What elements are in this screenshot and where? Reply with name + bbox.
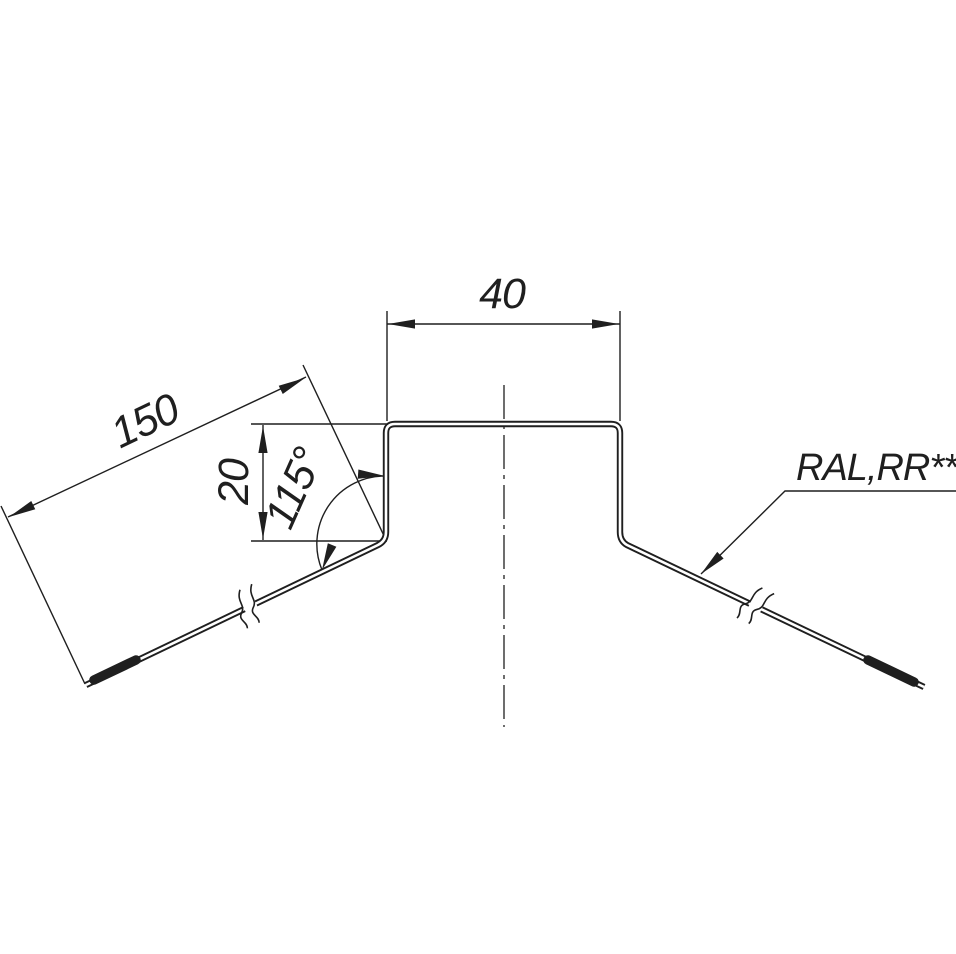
leader-line — [700, 490, 956, 575]
break-mark-left — [238, 583, 260, 629]
break-mark-right — [736, 587, 775, 625]
coating-label-text: RAL,RR** — [796, 447, 956, 489]
hem-fold-right — [863, 655, 919, 687]
dim-150-text: 150 — [104, 384, 188, 457]
arrowhead-icon — [258, 426, 268, 453]
arrowhead-icon — [322, 543, 337, 570]
material-label: RAL,RR** — [700, 447, 956, 575]
extension-line — [0, 505, 86, 685]
angle-arc — [316, 475, 386, 571]
dim-40-text: 40 — [479, 270, 526, 318]
break-gap — [240, 595, 260, 617]
arrowhead-icon — [701, 551, 724, 574]
arrowhead-icon — [357, 469, 385, 479]
break-curve — [748, 592, 775, 625]
dim-20-text: 20 — [210, 458, 258, 506]
profile-outline — [84, 420, 926, 690]
break-curve — [238, 589, 249, 629]
arrowhead-icon — [258, 512, 268, 539]
arrowhead-icon — [278, 378, 305, 394]
arrowhead-icon — [592, 319, 619, 329]
break-gap — [746, 595, 766, 617]
arrowhead-icon — [9, 501, 36, 517]
dimension-40: 40 — [386, 270, 621, 421]
dimension-20: 20 — [210, 423, 390, 542]
extension-line — [302, 364, 387, 541]
break-curve — [250, 583, 260, 623]
break-curve — [736, 587, 763, 619]
arrowhead-icon — [388, 319, 415, 329]
profile-sheet-gap — [85, 422, 925, 689]
hem-fold-left — [89, 655, 141, 685]
dimension-line — [7, 376, 307, 518]
